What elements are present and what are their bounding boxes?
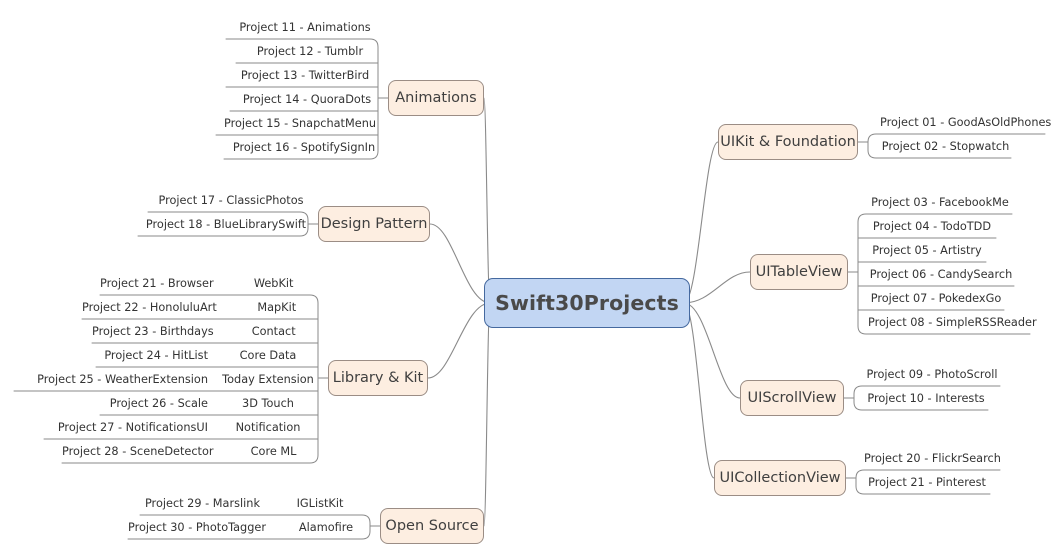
leaf-node[interactable]: Project 10 - Interests <box>864 386 988 411</box>
root-node-swift30projects[interactable]: Swift30Projects <box>484 278 690 328</box>
leaf-label: Project 21 - Browser <box>100 277 214 290</box>
leaf-label: Project 20 - FlickrSearch <box>864 452 1001 465</box>
leaf-node[interactable]: Project 21 - Pinterest <box>864 470 990 495</box>
leaf-label: Project 14 - QuoraDots <box>242 93 372 106</box>
leaf-label: Project 18 - BlueLibrarySwift <box>145 218 307 231</box>
leaf-label: Project 28 - SceneDetector <box>62 445 214 458</box>
leaf-label: Project 03 - FacebookMe <box>871 196 1009 209</box>
leaf-node[interactable]: Project 04 - TodoTDD <box>868 214 996 239</box>
leaf-node[interactable]: Project 01 - GoodAsOldPhones <box>880 110 1051 135</box>
leaf-node[interactable]: Project 06 - CandySearch <box>868 262 1014 287</box>
leaf-label: Project 24 - HitList <box>104 349 208 362</box>
leaf-node[interactable]: Project 17 - ClassicPhotos <box>148 188 314 213</box>
leaf-label: Project 09 - PhotoScroll <box>866 368 998 381</box>
leaf-label: Project 01 - GoodAsOldPhones <box>880 116 1052 129</box>
leaf-label: Project 07 - PokedexGo <box>870 292 1002 305</box>
leaf-label: Project 29 - Marslink <box>144 497 260 510</box>
leaf-node[interactable]: Project 29 - Marslink IGListKit <box>140 491 376 516</box>
leaf-label: Project 22 - HonoluluArt <box>82 301 217 314</box>
leaf-node[interactable]: Project 12 - Tumblr <box>236 39 384 64</box>
leaf-framework: MapKit <box>257 301 297 314</box>
leaf-node[interactable]: Project 24 - HitList Core Data <box>96 343 324 368</box>
leaf-framework: Contact <box>251 325 296 338</box>
leaf-label: Project 21 - Pinterest <box>868 476 986 489</box>
leaf-node[interactable]: Project 30 - PhotoTagger Alamofire <box>128 515 376 540</box>
leaf-label: Project 25 - WeatherExtension <box>37 373 208 386</box>
leaf-node[interactable]: Project 15 - SnapchatMenu <box>216 111 384 136</box>
leaf-node[interactable]: Project 16 - SpotifySignIn <box>224 135 384 160</box>
branch-node-uicollectionview[interactable]: UICollectionView <box>714 460 846 496</box>
leaf-label: Project 06 - CandySearch <box>869 268 1013 281</box>
branch-node-design-pattern[interactable]: Design Pattern <box>318 206 430 242</box>
leaf-node[interactable]: Project 18 - BlueLibrarySwift <box>138 212 314 237</box>
leaf-node[interactable]: Project 02 - Stopwatch <box>880 134 1011 159</box>
leaf-node[interactable]: Project 11 - Animations <box>226 15 384 40</box>
leaf-label: Project 05 - Artistry <box>872 244 982 257</box>
leaf-framework: WebKit <box>253 277 294 290</box>
leaf-node[interactable]: Project 05 - Artistry <box>868 238 986 263</box>
leaf-framework: Today Extension <box>222 373 314 386</box>
leaf-node[interactable]: Project 07 - PokedexGo <box>868 286 1004 311</box>
leaf-node[interactable]: Project 08 - SimpleRSSReader <box>868 310 1037 335</box>
leaf-node[interactable]: Project 27 - NotificationsUI Notificatio… <box>44 415 324 440</box>
leaf-label: Project 13 - TwitterBird <box>240 69 370 82</box>
leaf-node[interactable]: Project 03 - FacebookMe <box>868 190 1012 215</box>
leaf-label: Project 23 - Birthdays <box>92 325 214 338</box>
leaf-framework: Core Data <box>239 349 297 362</box>
leaf-node[interactable]: Project 13 - TwitterBird <box>226 63 384 88</box>
leaf-node[interactable]: Project 14 - QuoraDots <box>230 87 384 112</box>
leaf-label: Project 30 - PhotoTagger <box>128 521 266 534</box>
leaf-label: Project 17 - ClassicPhotos <box>158 194 304 207</box>
leaf-label: Project 16 - SpotifySignIn <box>232 141 376 154</box>
leaf-label: Project 15 - SnapchatMenu <box>223 117 377 130</box>
leaf-framework: Alamofire <box>298 521 354 534</box>
leaf-node[interactable]: Project 21 - Browser WebKit <box>100 271 324 296</box>
leaf-node[interactable]: Project 25 - WeatherExtension Today Exte… <box>14 367 324 392</box>
leaf-label: Project 11 - Animations <box>239 21 371 34</box>
leaf-label: Project 08 - SimpleRSSReader <box>868 316 1037 329</box>
leaf-framework: 3D Touch <box>242 397 294 410</box>
leaf-node[interactable]: Project 22 - HonoluluArt MapKit <box>82 295 324 320</box>
leaf-node[interactable]: Project 26 - Scale 3D Touch <box>100 391 324 416</box>
leaf-framework: Core ML <box>250 445 297 458</box>
leaf-label: Project 12 - Tumblr <box>256 45 364 58</box>
branch-node-uiscrollview[interactable]: UIScrollView <box>740 380 844 416</box>
leaf-label: Project 02 - Stopwatch <box>881 140 1010 153</box>
leaf-node[interactable]: Project 20 - FlickrSearch <box>864 446 1001 471</box>
leaf-label: Project 26 - Scale <box>109 397 208 410</box>
leaf-label: Project 04 - TodoTDD <box>872 220 992 233</box>
leaf-framework: Notification <box>235 421 301 434</box>
leaf-node[interactable]: Project 28 - SceneDetector Core ML <box>62 439 324 464</box>
leaf-node[interactable]: Project 23 - Birthdays Contact <box>92 319 324 344</box>
leaf-node[interactable]: Project 09 - PhotoScroll <box>864 362 1000 387</box>
branch-node-animations[interactable]: Animations <box>388 80 484 116</box>
branch-node-uitableview[interactable]: UITableView <box>750 254 848 290</box>
leaf-framework: IGListKit <box>296 497 344 510</box>
leaf-label: Project 27 - NotificationsUI <box>57 421 208 434</box>
branch-node-uikit-and-foundation[interactable]: UIKit & Foundation <box>718 124 858 160</box>
leaf-label: Project 10 - Interests <box>867 392 985 405</box>
branch-node-library-and-kit[interactable]: Library & Kit <box>328 360 428 396</box>
branch-node-open-source[interactable]: Open Source <box>380 508 484 544</box>
